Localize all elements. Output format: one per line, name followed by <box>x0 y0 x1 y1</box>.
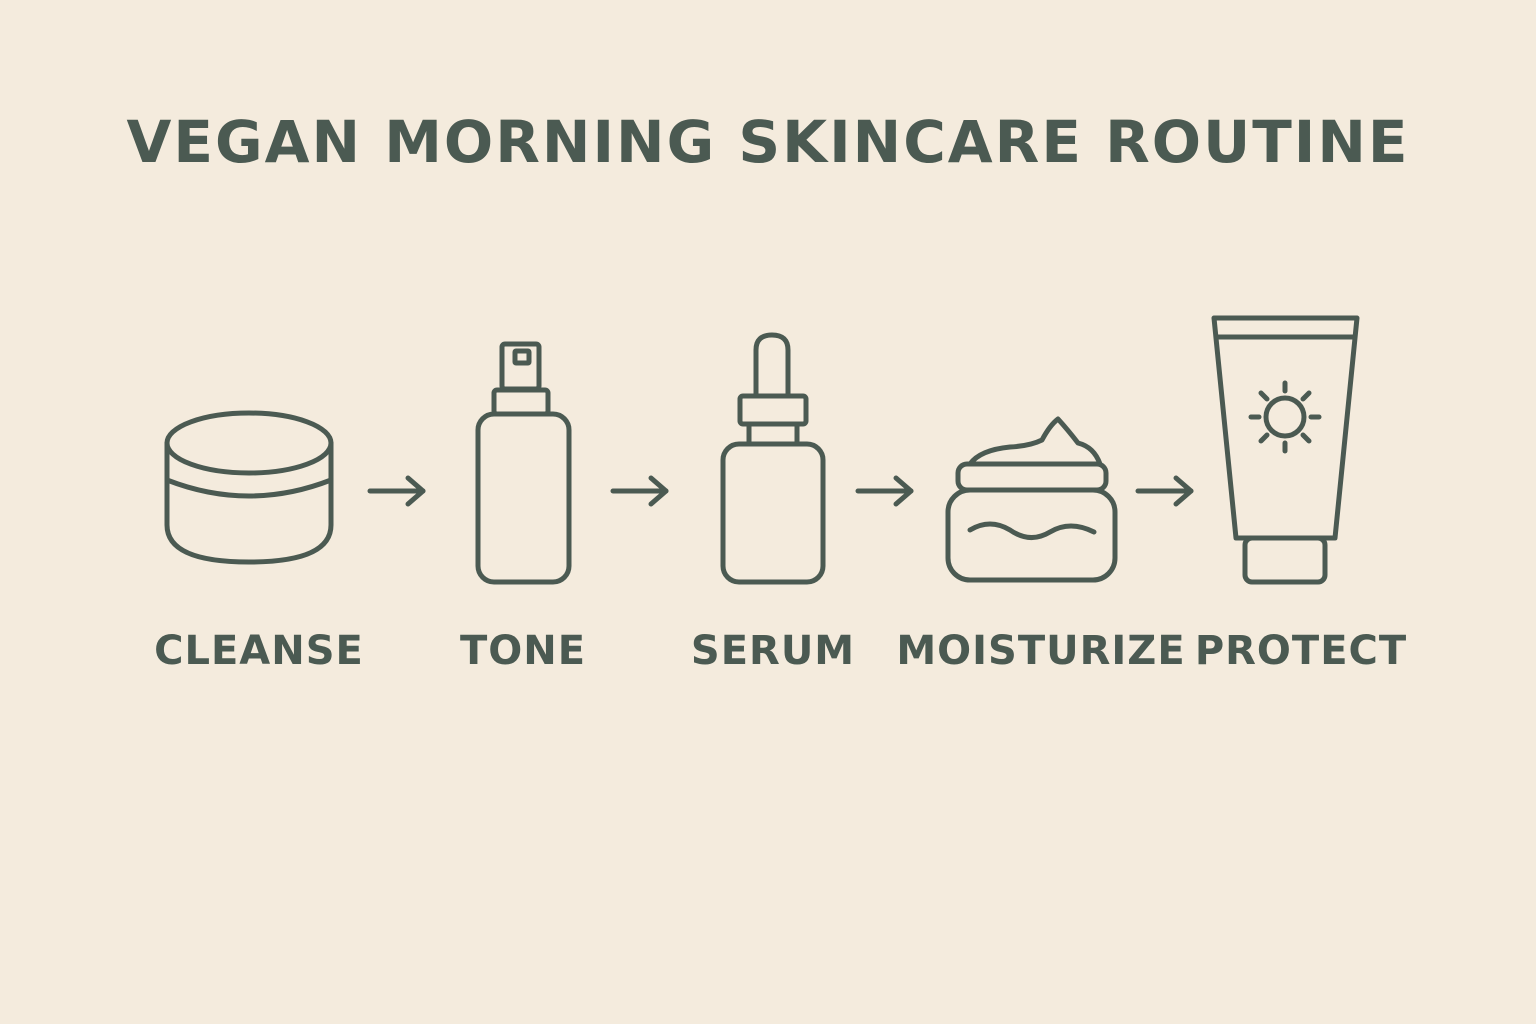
page-title: VEGAN MORNING SKINCARE ROUTINE <box>126 108 1410 176</box>
arrow-right-icon <box>610 475 669 507</box>
spray-bottle-icon <box>475 341 572 585</box>
sun-icon <box>1248 380 1322 454</box>
step-label-cleanse: CLEANSE <box>154 628 364 674</box>
step-label-protect: PROTECT <box>1194 628 1408 674</box>
cream-jar-icon <box>945 416 1118 583</box>
dropper-bottle-icon <box>720 332 826 585</box>
step-label-tone: TONE <box>459 628 587 674</box>
sunscreen-tube-icon <box>1211 315 1360 585</box>
arrow-right-icon <box>1135 475 1194 507</box>
arrow-right-icon <box>855 475 914 507</box>
step-label-moisturize: MOISTURIZE <box>896 628 1186 674</box>
arrow-right-icon <box>367 475 426 507</box>
jar-icon <box>164 410 334 565</box>
step-label-serum: SERUM <box>690 628 856 674</box>
